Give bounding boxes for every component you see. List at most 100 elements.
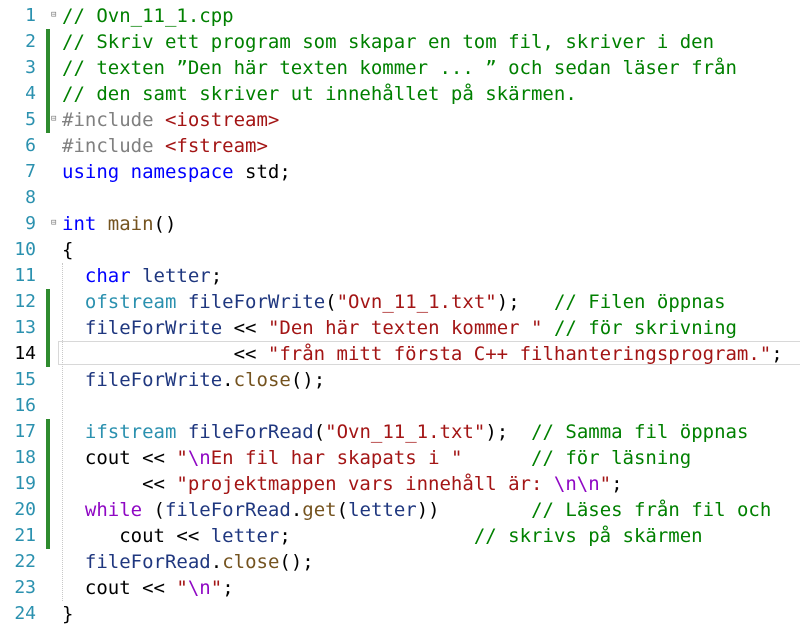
- change-indicator: [46, 81, 50, 107]
- code-token-preprocessor: #include: [62, 109, 165, 131]
- code-token-plain: ();: [290, 369, 326, 391]
- code-text: ofstream fileForWrite("Ovn_11_1.txt"); /…: [62, 289, 726, 315]
- code-token-plain: [542, 317, 553, 339]
- code-line[interactable]: 9⊟int main(): [0, 211, 800, 237]
- code-line[interactable]: 16: [0, 393, 800, 419]
- code-token-plain: ;: [222, 577, 234, 599]
- code-token-plain: [131, 265, 142, 287]
- code-token-plain: (: [313, 421, 326, 443]
- code-line[interactable]: 15 fileForWrite.close();: [0, 367, 800, 393]
- code-token-plain: (: [142, 499, 165, 521]
- code-token-keyword: char: [84, 265, 131, 287]
- code-line[interactable]: 23 cout << "\n";: [0, 575, 800, 601]
- change-indicator: [46, 341, 50, 367]
- code-token-plain: .: [222, 369, 234, 391]
- code-token-plain: <<: [62, 343, 268, 365]
- change-indicator: [46, 289, 50, 315]
- code-token-string: En fil har skapats i ": [210, 447, 463, 469]
- code-text: char letter;: [62, 263, 222, 289]
- code-token-plain: );: [496, 291, 554, 313]
- code-text: cout << "\n";: [62, 575, 234, 601]
- code-token-variable: fileForWrite: [84, 369, 223, 391]
- current-line-highlight: [58, 341, 800, 365]
- code-line[interactable]: 11 char letter;: [0, 263, 800, 289]
- line-number: 22: [14, 551, 36, 572]
- code-token-string: ": [599, 473, 612, 495]
- code-token-comment: // den samt skriver ut innehållet på skä…: [62, 83, 577, 105]
- code-text: fileForWrite << "Den här texten kommer "…: [62, 315, 737, 341]
- code-token-plain: <<: [222, 317, 268, 339]
- line-number: 7: [25, 161, 36, 182]
- line-number: 5: [25, 109, 36, 130]
- line-number: 6: [25, 135, 36, 156]
- code-line[interactable]: 7 using namespace std;: [0, 159, 800, 185]
- line-number: 21: [14, 525, 36, 546]
- code-token-plain: (): [153, 213, 177, 235]
- change-indicator: [46, 523, 50, 549]
- fold-toggle-icon[interactable]: ⊟: [51, 114, 57, 124]
- line-number: 23: [14, 577, 36, 598]
- code-token-comment: // Samma fil öppnas: [531, 421, 749, 443]
- code-line[interactable]: 13 fileForWrite << "Den här texten komme…: [0, 315, 800, 341]
- change-indicator: [46, 445, 50, 471]
- code-text: }: [62, 601, 73, 627]
- code-token-string: <fstream>: [164, 135, 268, 157]
- code-token-type: ifstream: [84, 421, 177, 443]
- code-line[interactable]: 4// den samt skriver ut innehållet på sk…: [0, 81, 800, 107]
- code-token-plain: cout <<: [62, 525, 211, 547]
- code-line[interactable]: 2 // Skriv ett program som skapar en tom …: [0, 29, 800, 55]
- code-token-keyword: using: [62, 161, 120, 183]
- code-token-function: get: [302, 499, 337, 521]
- code-token-control: \n\n: [553, 473, 600, 495]
- code-text: fileForRead.close();: [62, 549, 314, 575]
- code-line[interactable]: 5 ⊟ #include <iostream>: [0, 107, 800, 133]
- code-token-plain: [176, 291, 187, 313]
- code-token-variable: fileForWrite: [187, 291, 326, 313]
- code-line[interactable]: 21 cout << letter; // skrivs på skärmen: [0, 523, 800, 549]
- code-token-plain: ;: [279, 525, 474, 547]
- code-token-preprocessor: #include: [62, 135, 165, 157]
- code-token-comment: // Skriv ett program som skapar en tom f…: [62, 31, 715, 53]
- code-token-keyword: namespace: [130, 161, 234, 183]
- code-token-plain: [62, 291, 85, 313]
- code-token-plain: [119, 161, 130, 183]
- code-token-variable: letter: [210, 525, 280, 547]
- line-number: 20: [14, 499, 36, 520]
- code-token-control: \n: [187, 447, 211, 469]
- code-text: << "projektmappen vars innehåll är: \n\n…: [62, 471, 623, 497]
- code-line[interactable]: 20 while (fileForRead.get(letter)) // Lä…: [0, 497, 800, 523]
- code-token-string: "Den här texten kommer ": [267, 317, 543, 339]
- code-line[interactable]: 8: [0, 185, 800, 211]
- code-text: using namespace std;: [62, 159, 291, 185]
- code-line[interactable]: 12 ofstream fileForWrite("Ovn_11_1.txt")…: [0, 289, 800, 315]
- code-line[interactable]: 14 << "från mitt första C++ filhantering…: [0, 341, 800, 367]
- code-token-plain: std;: [233, 161, 291, 183]
- code-line[interactable]: 24}: [0, 601, 800, 627]
- fold-toggle-icon[interactable]: ⊟: [51, 218, 57, 228]
- code-line[interactable]: 18 cout << "\nEn fil har skapats i " // …: [0, 445, 800, 471]
- code-token-comment: // för läsning: [531, 447, 692, 469]
- code-token-plain: (: [336, 499, 349, 521]
- code-text: #include <fstream>: [62, 133, 268, 159]
- change-indicator: [46, 29, 50, 55]
- code-line[interactable]: 22 fileForRead.close();: [0, 549, 800, 575]
- line-number: 9: [25, 213, 36, 234]
- code-line[interactable]: 10{: [0, 237, 800, 263]
- code-line[interactable]: 1⊟// Ovn_11_1.cpp: [0, 3, 800, 29]
- code-text: fileForWrite.close();: [62, 367, 325, 393]
- code-text: cout << letter; // skrivs på skärmen: [62, 523, 702, 549]
- fold-toggle-icon[interactable]: ⊟: [51, 10, 57, 20]
- code-line[interactable]: 3// texten ”Den här texten kommer ... ” …: [0, 55, 800, 81]
- code-line[interactable]: 17 ifstream fileForRead("Ovn_11_1.txt");…: [0, 419, 800, 445]
- code-line[interactable]: 6 #include <fstream>: [0, 133, 800, 159]
- code-token-plain: [96, 213, 107, 235]
- line-number: 24: [14, 603, 36, 624]
- code-text: // Skriv ett program som skapar en tom f…: [62, 29, 714, 55]
- code-line[interactable]: 19 << "projektmappen vars innehåll är: \…: [0, 471, 800, 497]
- line-number: 2: [25, 31, 36, 52]
- line-number: 3: [25, 57, 36, 78]
- code-text: #include <iostream>: [62, 107, 279, 133]
- change-indicator: [46, 315, 50, 341]
- code-token-plain: (: [325, 291, 337, 313]
